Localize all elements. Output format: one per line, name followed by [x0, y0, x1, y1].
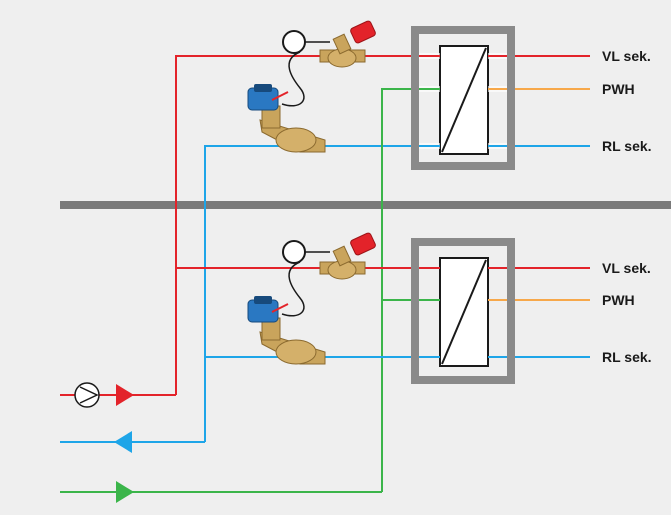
unit-top: VL sek. PWH RL sek. — [175, 20, 652, 492]
label-vl-sek-bottom: VL sek. — [602, 260, 651, 276]
arrow-left-icon — [114, 431, 132, 453]
balancing-valve-icon — [319, 232, 376, 280]
heat-exchanger-icon — [411, 238, 515, 384]
pressure-control-valve-icon — [247, 296, 326, 365]
label-rl-sek-bottom: RL sek. — [602, 349, 652, 365]
label-vl-sek-top: VL sek. — [602, 48, 651, 64]
arrow-right-icon — [116, 481, 134, 503]
label-pwh-bottom: PWH — [602, 292, 635, 308]
heat-exchanger-icon — [411, 26, 515, 170]
arrow-right-icon — [116, 384, 134, 406]
unit-bottom: VL sek. PWH RL sek. — [176, 232, 652, 384]
capillary-coil-icon — [282, 240, 306, 264]
capillary-tube — [281, 51, 305, 107]
capillary-coil-icon — [282, 30, 306, 54]
primary-feed — [60, 382, 382, 503]
capillary-tube — [281, 261, 305, 317]
label-pwh-top: PWH — [602, 81, 635, 97]
pump-icon — [74, 382, 100, 408]
pressure-control-valve-icon — [247, 84, 326, 153]
section-divider — [60, 201, 671, 209]
balancing-valve-icon — [319, 20, 376, 68]
label-rl-sek-top: RL sek. — [602, 138, 652, 154]
